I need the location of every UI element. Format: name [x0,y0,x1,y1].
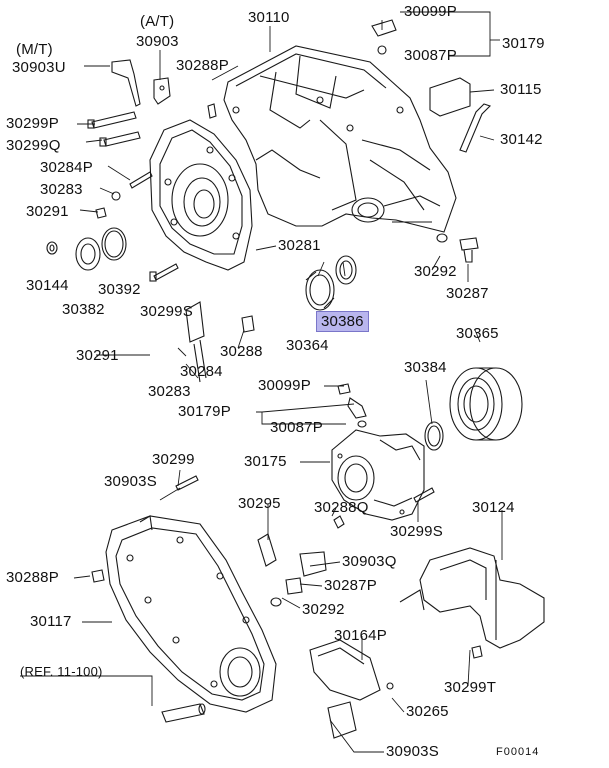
cover-30115-and-pipe-30142 [371,19,492,153]
part-label-30903: 30903 [136,33,179,50]
pin-30295 [257,515,345,607]
part-label-30903U: 30903U [12,59,66,76]
clutch-housing-30281 [149,119,253,271]
part-label-30299Q: 30299Q [6,137,61,154]
cover-plate-30164P [309,639,394,739]
seals-center [305,255,357,311]
part-label-30287: 30287 [446,285,489,302]
part-label-30179P: 30179P [178,403,231,420]
part-label-30292-b: 30292 [302,601,345,618]
part-label-30087P-top: 30087P [404,47,457,64]
transmission-case-30110 [223,45,457,233]
label-mt-variant: (M/T) [16,41,53,58]
bearing-30365 [424,367,523,451]
part-label-30099P-top: 30099P [404,3,457,20]
part-label-30299S-a: 30299S [140,303,193,320]
part-label-30087P-mid: 30087P [270,419,323,436]
part-label-30287P-b: 30287P [324,577,377,594]
part-label-30288P-top: 30288P [176,57,229,74]
part-label-30142: 30142 [500,131,543,148]
label-at-variant: (A/T) [140,13,175,30]
plug-30287 [436,233,479,263]
part-label-30382: 30382 [62,301,105,318]
part-label-30291-a: 30291 [26,203,69,220]
part-label-30299S-b: 30299S [390,523,443,540]
bracket-30124 [399,547,545,649]
part-label-30365: 30365 [456,325,499,342]
part-label-30124: 30124 [472,499,515,516]
part-label-30164P: 30164P [334,627,387,644]
part-label-30295: 30295 [238,495,281,512]
bolts [87,103,483,659]
part-label-30283-a: 30283 [40,181,83,198]
part-label-30299P: 30299P [6,115,59,132]
part-label-30284: 30284 [180,363,223,380]
part-label-30384: 30384 [404,359,447,376]
case-cover-30117 [105,515,277,713]
ref-note: (REF. 11-100) [20,664,103,679]
part-label-30392: 30392 [98,281,141,298]
highlighted-part-number[interactable]: 30386 [316,311,369,332]
part-label-30115: 30115 [500,81,542,98]
part-label-30284P: 30284P [40,159,93,176]
part-label-30117: 30117 [30,613,72,630]
part-label-30386-highlighted[interactable]: 30386 [316,311,369,332]
part-label-30265: 30265 [406,703,449,720]
part-label-30903S-b: 30903S [386,743,439,760]
part-label-30903Q: 30903Q [342,553,397,570]
figure-code: F00014 [496,746,540,758]
part-label-30288P-b: 30288P [6,569,59,586]
part-label-30364: 30364 [286,337,329,354]
part-label-30144: 30144 [26,277,69,294]
leader-lines [20,11,503,753]
part-label-30288Q: 30288Q [314,499,369,516]
part-label-30281: 30281 [278,237,321,254]
brackets-top-left [111,59,171,107]
part-label-30175: 30175 [244,453,287,470]
part-label-30903S-a: 30903S [104,473,157,490]
seals-left [46,227,127,271]
ref-part [161,703,206,723]
part-label-30291-b: 30291 [76,347,119,364]
part-label-30288: 30288 [220,343,263,360]
part-label-30299: 30299 [152,451,195,468]
part-label-30099P-mid: 30099P [258,377,311,394]
part-label-30299T: 30299T [444,679,497,696]
part-label-30283-b: 30283 [148,383,191,400]
part-label-30110: 30110 [248,9,290,26]
part-label-30179: 30179 [502,35,545,52]
extension-housing-30175 [331,383,425,521]
part-label-30292-a: 30292 [414,263,457,280]
